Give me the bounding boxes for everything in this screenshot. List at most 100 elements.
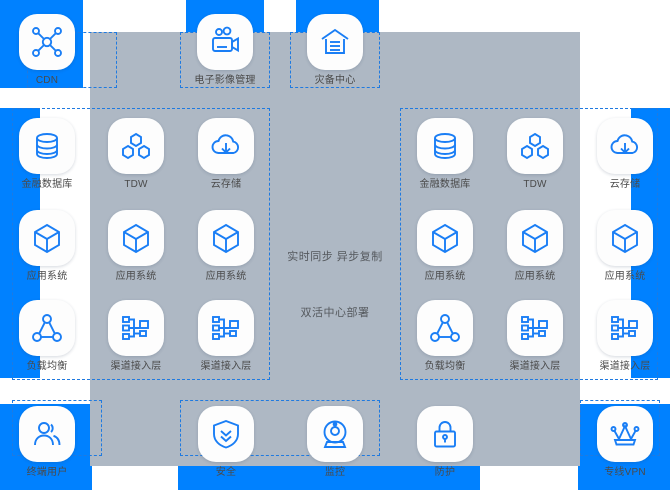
node-label: 终端用户 — [26, 467, 68, 478]
node-label: 应用系统 — [514, 271, 556, 282]
node-label: 金融数据库 — [419, 179, 471, 190]
node-label: 负载均衡 — [424, 361, 466, 372]
node-right-channel-2[interactable]: 渠道接入层 — [579, 300, 670, 373]
node-dr-center[interactable]: 灾备中心 — [289, 14, 381, 87]
node-protection[interactable]: 防护 — [414, 406, 476, 479]
cube-icon — [609, 222, 641, 254]
left-app-1-chip[interactable] — [19, 210, 75, 266]
left-channel-1-chip[interactable] — [108, 300, 164, 356]
node-end-user[interactable]: 终端用户 — [1, 406, 93, 479]
users-icon — [31, 418, 63, 450]
node-label: CDN — [35, 75, 59, 86]
node-label: 金融数据库 — [21, 179, 73, 190]
imaging-chip[interactable] — [197, 14, 253, 70]
node-right-tdw[interactable]: TDW — [504, 118, 566, 191]
right-app-3-chip[interactable] — [597, 210, 653, 266]
right-storage-chip[interactable] — [597, 118, 653, 174]
node-left-app-1[interactable]: 应用系统 — [16, 210, 78, 283]
node-label: 渠道接入层 — [509, 361, 561, 372]
node-label: 应用系统 — [205, 271, 247, 282]
database-icon — [31, 130, 63, 162]
security-chip[interactable] — [198, 406, 254, 462]
right-channel-1-chip[interactable] — [507, 300, 563, 356]
right-app-1-chip[interactable] — [417, 210, 473, 266]
end-user-chip[interactable] — [19, 406, 75, 462]
left-app-3-chip[interactable] — [198, 210, 254, 266]
node-label: 云存储 — [609, 179, 641, 190]
cloud-download-icon — [609, 130, 641, 162]
node-imaging[interactable]: 电子影像管理 — [179, 14, 271, 87]
node-label: 安全 — [215, 467, 237, 478]
left-storage-chip[interactable] — [198, 118, 254, 174]
right-database-chip[interactable] — [417, 118, 473, 174]
load-balancer-icon — [31, 312, 63, 344]
node-left-app-3[interactable]: 应用系统 — [195, 210, 257, 283]
left-lb-chip[interactable] — [19, 300, 75, 356]
cube-icon — [120, 222, 152, 254]
video-camera-icon — [208, 25, 242, 59]
right-lb-chip[interactable] — [417, 300, 473, 356]
node-left-app-2[interactable]: 应用系统 — [105, 210, 167, 283]
node-right-lb[interactable]: 负载均衡 — [414, 300, 476, 373]
node-right-app-1[interactable]: 应用系统 — [414, 210, 476, 283]
node-label: 电子影像管理 — [194, 75, 256, 86]
node-label: TDW — [124, 179, 148, 190]
org-tree-icon — [120, 312, 152, 344]
monitor-camera-icon — [319, 418, 351, 450]
node-left-database[interactable]: 金融数据库 — [1, 118, 93, 191]
node-label: 灾备中心 — [314, 75, 356, 86]
node-label: 防护 — [434, 467, 456, 478]
node-label: TDW — [523, 179, 547, 190]
node-left-lb[interactable]: 负载均衡 — [16, 300, 78, 373]
node-left-tdw[interactable]: TDW — [105, 118, 167, 191]
cdn-network-icon — [30, 25, 64, 59]
node-cdn[interactable]: CDN — [16, 14, 78, 87]
node-right-app-2[interactable]: 应用系统 — [504, 210, 566, 283]
cdn-chip[interactable] — [19, 14, 75, 70]
database-icon — [429, 130, 461, 162]
org-tree-icon — [519, 312, 551, 344]
hexagon-cluster-icon — [120, 130, 152, 162]
node-left-channel-1[interactable]: 渠道接入层 — [90, 300, 182, 373]
right-app-2-chip[interactable] — [507, 210, 563, 266]
right-channel-2-chip[interactable] — [597, 300, 653, 356]
node-security[interactable]: 安全 — [195, 406, 257, 479]
node-right-storage[interactable]: 云存储 — [594, 118, 656, 191]
node-right-database[interactable]: 金融数据库 — [399, 118, 491, 191]
load-balancer-icon — [429, 312, 461, 344]
node-label: 应用系统 — [115, 271, 157, 282]
center-note-sync: 实时同步 异步复制 — [287, 251, 383, 263]
cube-icon — [519, 222, 551, 254]
node-right-app-3[interactable]: 应用系统 — [594, 210, 656, 283]
crown-icon — [609, 418, 641, 450]
left-channel-2-chip[interactable] — [198, 300, 254, 356]
node-label: 云存储 — [210, 179, 242, 190]
group-box-right-core — [400, 108, 658, 380]
node-monitoring[interactable]: 监控 — [304, 406, 366, 479]
cloud-download-icon — [210, 130, 242, 162]
cube-icon — [31, 222, 63, 254]
right-tdw-chip[interactable] — [507, 118, 563, 174]
protection-chip[interactable] — [417, 406, 473, 462]
left-database-chip[interactable] — [19, 118, 75, 174]
org-tree-icon — [609, 312, 641, 344]
left-app-2-chip[interactable] — [108, 210, 164, 266]
left-tdw-chip[interactable] — [108, 118, 164, 174]
node-label: 渠道接入层 — [110, 361, 162, 372]
group-box-left-core — [12, 108, 270, 380]
group-box-security — [180, 400, 380, 456]
node-vpn[interactable]: 专线VPN — [594, 406, 656, 479]
node-left-channel-2[interactable]: 渠道接入层 — [180, 300, 272, 373]
hexagon-cluster-icon — [519, 130, 551, 162]
node-label: 应用系统 — [26, 271, 68, 282]
vpn-chip[interactable] — [597, 406, 653, 462]
node-label: 监控 — [324, 467, 346, 478]
node-label: 应用系统 — [604, 271, 646, 282]
lock-icon — [429, 418, 461, 450]
node-right-channel-1[interactable]: 渠道接入层 — [489, 300, 581, 373]
node-left-storage[interactable]: 云存储 — [195, 118, 257, 191]
dr-center-chip[interactable] — [307, 14, 363, 70]
cube-icon — [210, 222, 242, 254]
node-label: 渠道接入层 — [599, 361, 651, 372]
monitoring-chip[interactable] — [307, 406, 363, 462]
